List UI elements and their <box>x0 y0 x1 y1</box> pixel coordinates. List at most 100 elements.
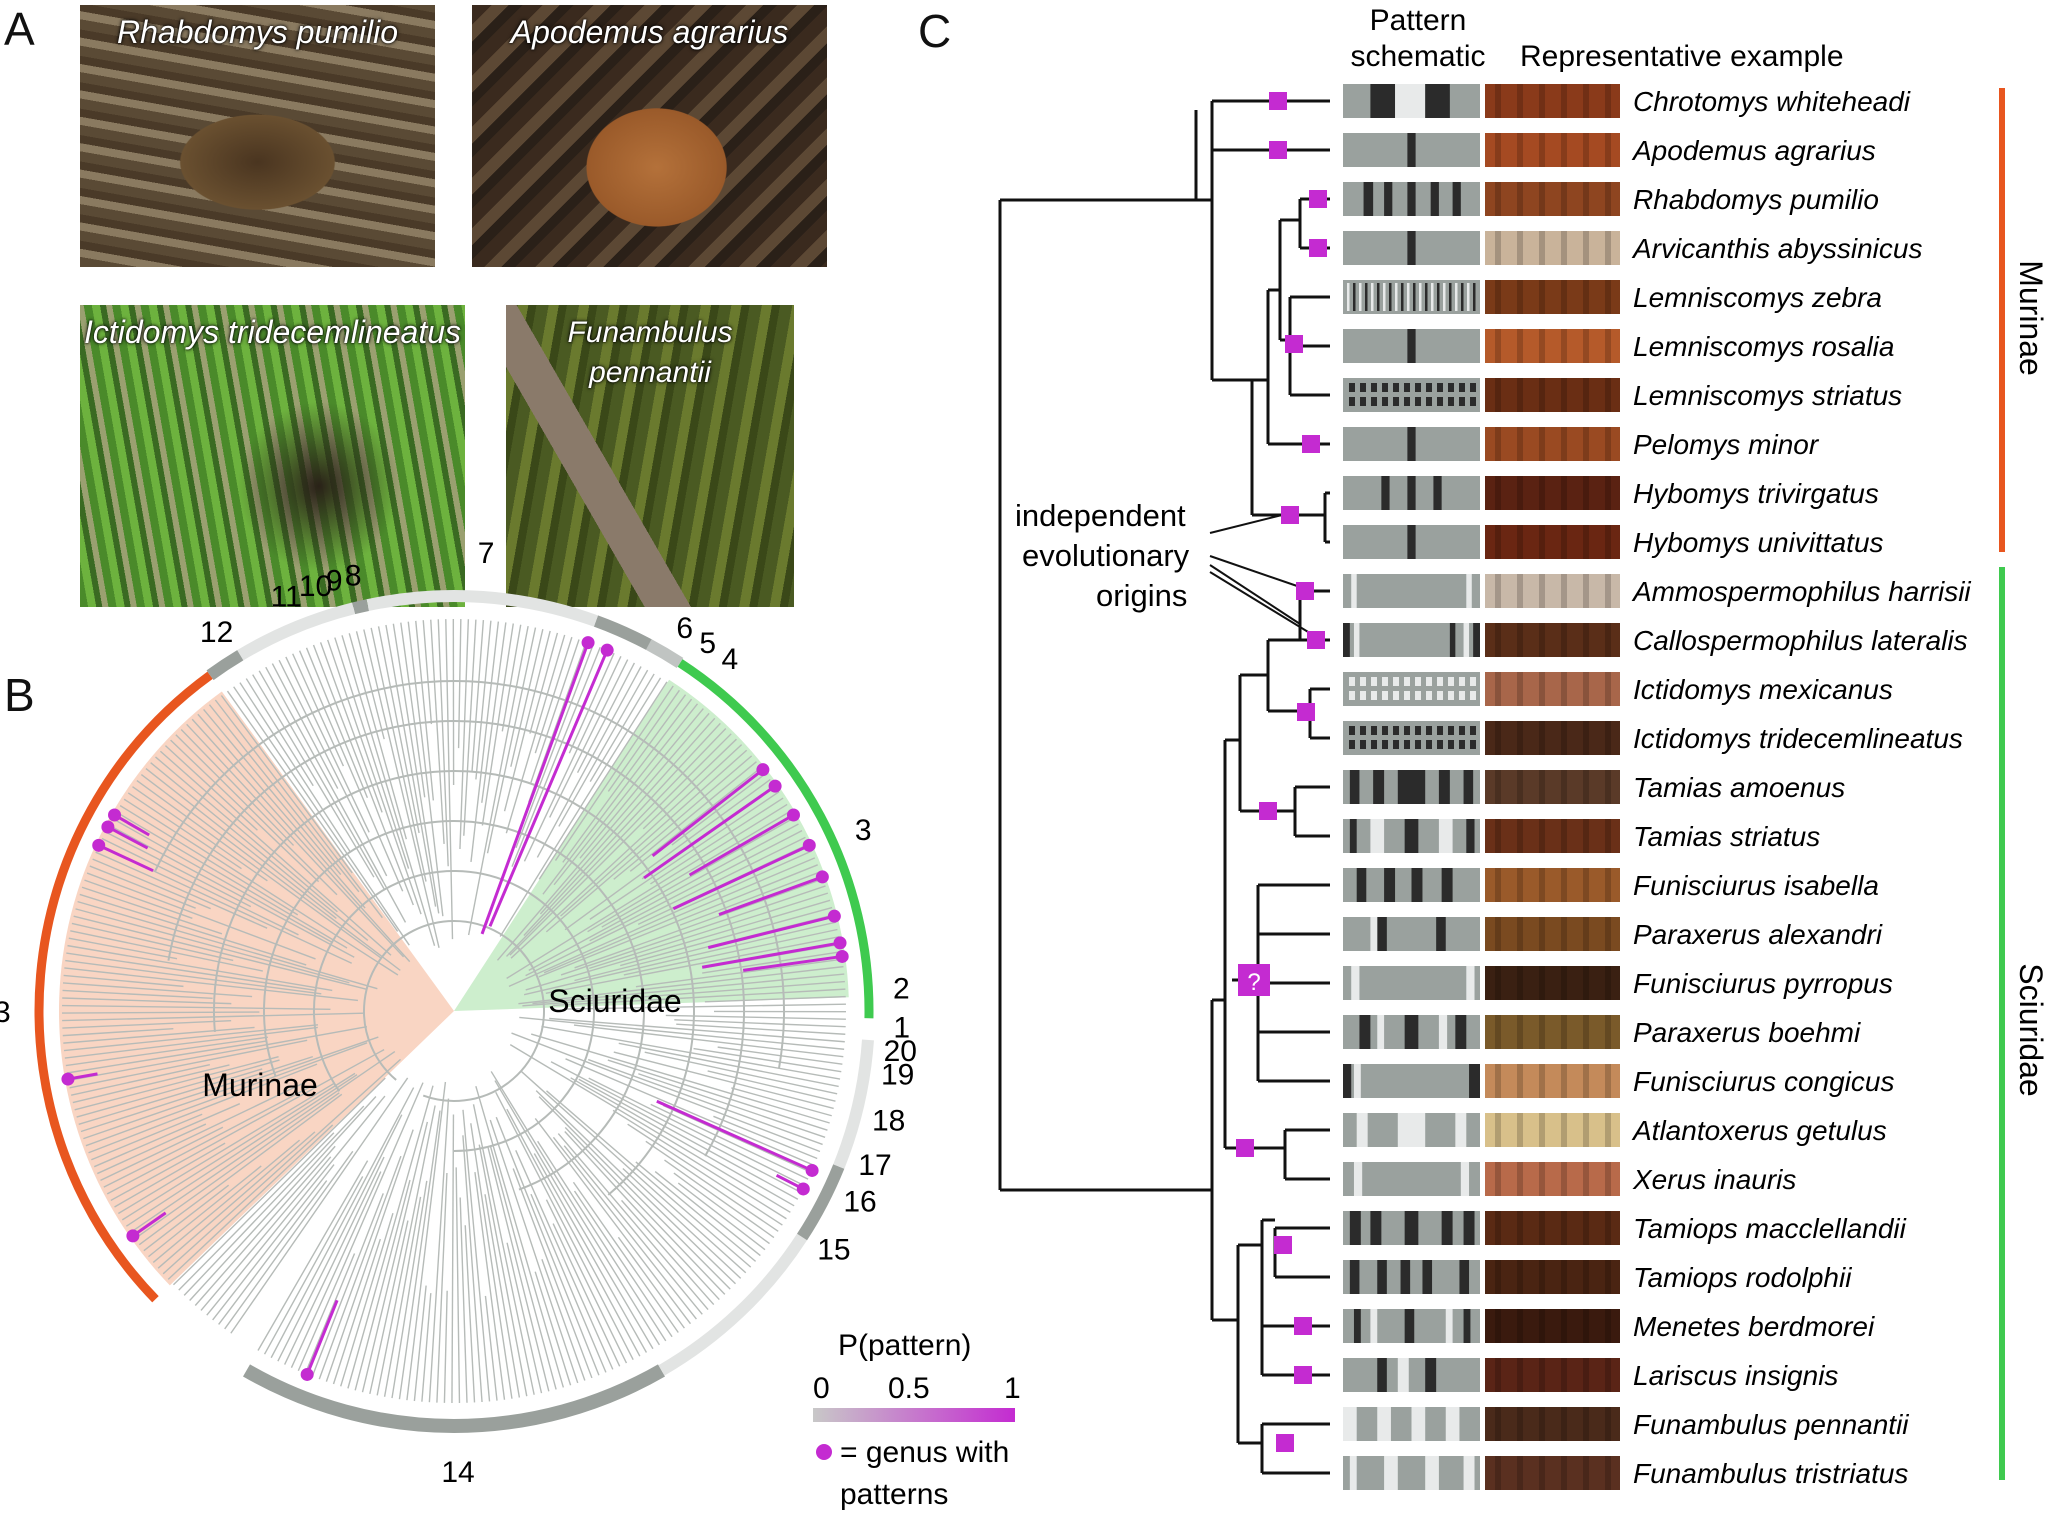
species-row: Tamiops macclellandii <box>1343 1211 1907 1245</box>
species-name: Funisciurus isabella <box>1633 870 1879 901</box>
swatch-texture <box>1583 84 1589 118</box>
tree-branch <box>391 1180 428 1399</box>
tree-branch <box>108 824 355 958</box>
tree-branch <box>542 698 693 895</box>
tree-branch <box>573 1024 844 1058</box>
tree-branch <box>622 1167 742 1279</box>
schematic-spot <box>1404 383 1410 392</box>
tree-branch <box>398 1110 441 1400</box>
schematic-stripe <box>1449 623 1456 657</box>
species-name: Ictidomys mexicanus <box>1633 674 1893 705</box>
tree-branch <box>572 1181 679 1333</box>
swatch-texture <box>1583 574 1589 608</box>
tree-branch <box>553 703 699 886</box>
photo-apodemus-agrarius: Apodemus agrarius <box>472 5 827 267</box>
species-row: Pelomys minor <box>1343 427 1820 461</box>
tree-branch <box>430 619 445 844</box>
tree-internal-arc <box>154 680 785 1069</box>
ring-segment-label: 6 <box>676 612 693 645</box>
schematic-stripe <box>1463 1309 1471 1343</box>
tree-branch <box>515 1150 614 1370</box>
pattern-schematic <box>1343 1456 1480 1490</box>
species-name: Tamias amoenus <box>1633 772 1845 803</box>
schematic-stripe <box>1459 1260 1470 1294</box>
tree-branch <box>677 1182 766 1251</box>
swatch-texture <box>1583 329 1589 363</box>
swatch-texture <box>1539 427 1545 461</box>
tree-branch <box>415 620 435 801</box>
schematic-stripe <box>1351 574 1357 608</box>
tree-branch <box>511 1032 821 1153</box>
ring-segment-label: 9 <box>326 564 343 597</box>
representative-example-swatch <box>1485 672 1620 706</box>
tree-branch <box>271 663 339 789</box>
ring-segment-label: 7 <box>478 537 495 570</box>
tree-branch <box>226 690 399 932</box>
schematic-spot <box>1371 726 1377 735</box>
swatch-texture <box>1495 917 1501 951</box>
swatch-texture <box>1495 868 1501 902</box>
tree-branch <box>68 937 178 960</box>
tree-branch <box>245 678 314 787</box>
swatch-texture <box>1583 868 1589 902</box>
schematic-stripe <box>1407 525 1416 559</box>
tree-branch <box>421 1293 432 1402</box>
swatch-texture <box>1495 1407 1501 1441</box>
tree-branch <box>538 681 668 880</box>
swatch-texture <box>1517 672 1523 706</box>
schematic-stripe <box>1365 283 1368 311</box>
pattern-branch <box>672 843 810 911</box>
pattern-schematic <box>1343 966 1480 1000</box>
swatch-texture <box>1539 868 1545 902</box>
representative-example-swatch <box>1485 280 1620 314</box>
pattern-schematic <box>1343 1064 1480 1098</box>
species-row: Chrotomys whiteheadi <box>1343 84 1911 118</box>
species-row: Hybomys univittatus <box>1343 525 1884 559</box>
annotation-pointer <box>1209 571 1319 639</box>
tree-branch <box>671 772 767 846</box>
tree-branch <box>525 899 831 991</box>
schematic-spot <box>1415 383 1421 392</box>
swatch-texture <box>1561 133 1567 167</box>
legend-max: 1 <box>1004 1372 1021 1405</box>
representative-example-swatch <box>1485 1064 1620 1098</box>
tree-branch <box>545 1199 628 1364</box>
swatch-texture <box>1517 868 1523 902</box>
schematic-spot <box>1360 740 1366 749</box>
tree-branch <box>617 1236 685 1329</box>
swatch-texture <box>1539 280 1545 314</box>
schematic-spot <box>1415 677 1421 686</box>
pattern-branch <box>688 813 795 877</box>
tree-branch <box>564 778 771 931</box>
swatch-texture <box>1561 623 1567 657</box>
tree-branch <box>623 928 838 976</box>
tree-branch <box>214 699 383 919</box>
panel-letter-c: C <box>918 5 952 57</box>
tree-branch <box>529 632 559 734</box>
tree-branch <box>178 1132 335 1291</box>
swatch-texture <box>1517 84 1523 118</box>
swatch-texture <box>1539 1211 1545 1245</box>
origin-marker <box>1274 1236 1292 1254</box>
tree-branch <box>731 1087 832 1117</box>
schematic-spot <box>1448 740 1454 749</box>
swatch-texture <box>1583 1358 1589 1392</box>
schematic-stripe <box>1422 1260 1433 1294</box>
swatch-texture <box>1605 427 1611 461</box>
swatch-texture <box>1495 1456 1501 1490</box>
representative-example-swatch <box>1485 623 1620 657</box>
schematic-stripe <box>1401 283 1404 311</box>
swatch-texture <box>1561 868 1567 902</box>
schematic-stripe <box>1377 1015 1385 1049</box>
schematic-spot <box>1448 691 1454 700</box>
genus-with-pattern-dot <box>101 820 115 834</box>
tree-branch <box>560 749 748 917</box>
tree-branch <box>112 817 333 944</box>
origin-marker <box>1309 239 1327 257</box>
schematic-stripe <box>1452 182 1461 216</box>
swatch-texture <box>1495 329 1501 363</box>
schematic-stripe <box>1383 283 1386 311</box>
tree-branch <box>392 623 440 914</box>
swatch-texture <box>1561 378 1567 412</box>
tree-branch <box>422 620 433 725</box>
